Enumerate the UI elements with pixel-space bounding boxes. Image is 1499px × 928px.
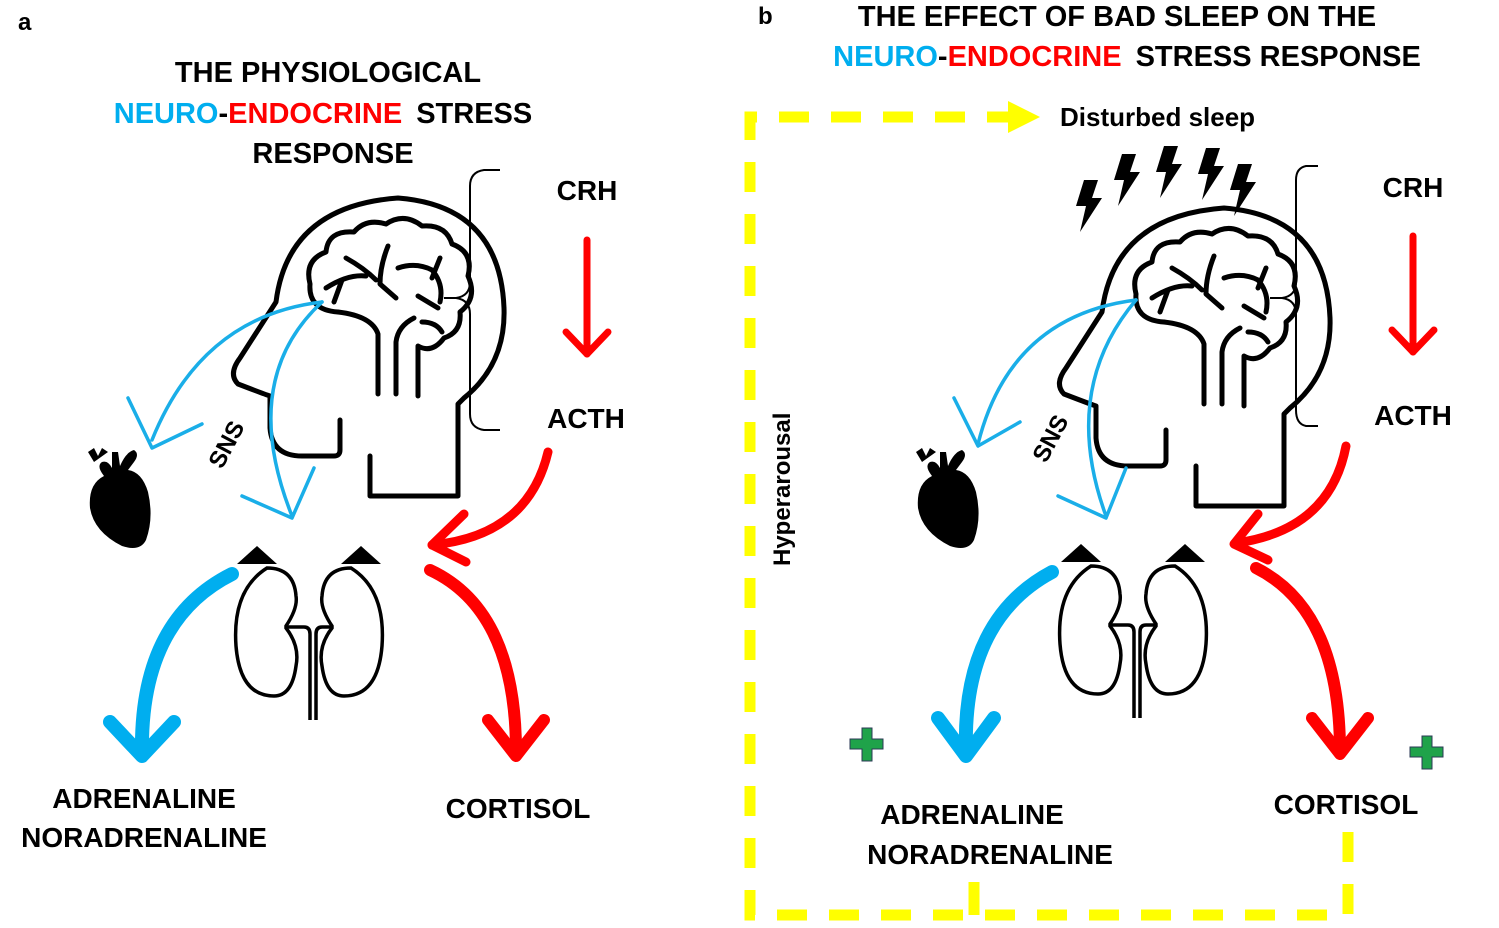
noradrenaline-label: NORADRENALINE: [21, 822, 267, 853]
cortisol-label: CORTISOL: [446, 793, 591, 824]
adrenaline-output-arrow: [931, 565, 1059, 763]
sns-arrow-heart: [126, 300, 324, 450]
cortisol-label: CORTISOL: [1274, 789, 1419, 820]
cortisol-output-arrow: [424, 564, 550, 762]
adrenaline-label: ADRENALINE: [880, 799, 1064, 830]
acth-label: ACTH: [1374, 400, 1452, 431]
crh-to-acth-arrow: [1388, 232, 1438, 356]
bracket-icon: [444, 169, 500, 431]
crh-label: CRH: [557, 175, 618, 206]
panel-b-title-line1: THE EFFECT OF BAD SLEEP ON THE: [858, 1, 1376, 33]
heart-icon: [916, 448, 979, 548]
acth-label: ACTH: [547, 403, 625, 434]
lightning-bolt-icon: [1156, 146, 1182, 198]
title-neuro: NEURO: [114, 98, 219, 130]
title-endocrine: ENDOCRINE: [228, 98, 402, 130]
sns-arrow-adrenal: [1056, 298, 1138, 520]
lightning-bolt-icon: [1076, 180, 1102, 232]
noradrenaline-label: NORADRENALINE: [867, 839, 1113, 870]
sns-arrow-adrenal: [240, 300, 324, 520]
bracket-icon: [1270, 165, 1318, 427]
cortisol-output-arrow: [1250, 562, 1374, 760]
sns-arrow-heart: [952, 298, 1138, 448]
hyperarousal-label: Hyperarousal: [769, 413, 796, 566]
adrenaline-increase-plus-icon: [849, 727, 884, 762]
lightning-bolt-icon: [1198, 148, 1224, 200]
panel-b: b THE EFFECT OF BAD SLEEP ON THE NEURO-E…: [744, 1, 1452, 921]
acth-to-adrenal-arrow: [1229, 441, 1351, 565]
crh-label: CRH: [1383, 172, 1444, 203]
sns-label: SNS: [1027, 411, 1074, 467]
adrenaline-label: ADRENALINE: [52, 783, 236, 814]
hyperarousal-feedback-loop: [744, 101, 1354, 921]
panel-a-title-line3: RESPONSE: [252, 138, 413, 170]
title-neuro: NEURO: [833, 41, 938, 73]
kidneys-adrenal-icon: [233, 544, 385, 722]
cortisol-increase-plus-icon: [1409, 735, 1444, 770]
heart-icon: [88, 448, 151, 548]
loop-arrowhead-icon: [1008, 101, 1040, 133]
panel-a-title-line1: THE PHYSIOLOGICAL: [175, 57, 481, 89]
sns-label: SNS: [203, 417, 250, 473]
kidneys-adrenal-icon: [1057, 542, 1209, 720]
title-endocrine: ENDOCRINE: [948, 41, 1122, 73]
acth-to-adrenal-arrow: [427, 447, 553, 567]
disturbed-sleep-label: Disturbed sleep: [1060, 102, 1255, 132]
crh-to-acth-arrow: [562, 236, 612, 358]
panel-b-letter: b: [758, 3, 773, 30]
lightning-bolt-icon: [1114, 154, 1140, 206]
panel-a-letter: a: [18, 9, 32, 36]
adrenaline-output-arrow: [103, 567, 239, 763]
